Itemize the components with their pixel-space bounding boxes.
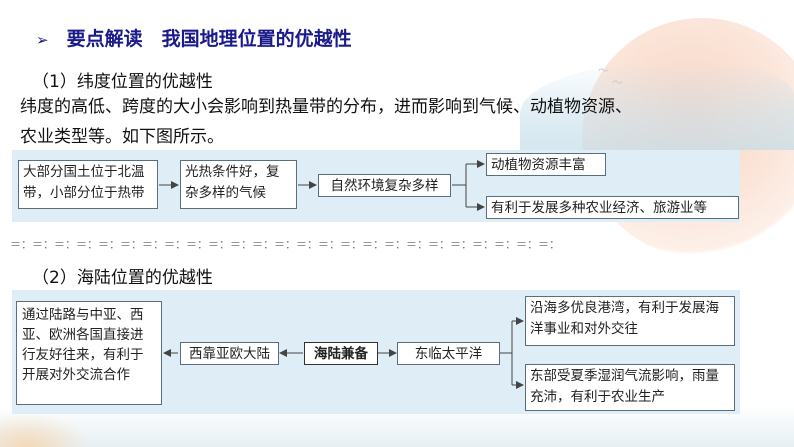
diagram-box-sea-land-both: 海陆兼备	[304, 342, 378, 365]
diagram-box-west-eurasia: 西靠亚欧大陆	[180, 342, 279, 365]
diagram-box-east-pacific: 东临太平洋	[397, 342, 500, 365]
diagram-box-land-exchange: 通过陆路与中亚、西亚、欧洲各国直接进行友好往来，有利于开展对外交流合作	[16, 301, 162, 405]
bird-icon: 〜	[598, 64, 609, 77]
section1-line2: 农业类型等。如下图所示。	[20, 127, 224, 147]
diagram-box-latitude-position: 大部分国土位于北温带，小部分位于热带	[18, 160, 158, 209]
section-divider: ＝：＝：＝：＝：＝：＝：＝：＝：＝：＝：＝：＝：＝：＝：＝：＝：＝：＝：＝：＝：…	[10, 238, 560, 251]
diagram-box-environment: 自然环境复杂多样	[318, 174, 451, 197]
page-title: ➢ 要点解读 我国地理位置的优越性	[36, 24, 352, 51]
diagram-box-climate: 光热条件好，复杂多样的气候	[180, 160, 297, 209]
diagram-box-monsoon-rainfall: 东部受夏季湿润气流影响，雨量充沛，有利于农业生产	[525, 364, 735, 411]
bird-icon: 〜	[612, 76, 623, 89]
decorative-footer-corner	[0, 412, 90, 447]
page-title-text: 要点解读 我国地理位置的优越性	[66, 28, 352, 50]
section1-line1: 纬度的高低、跨度的大小会影响到热量带的分布，进而影响到气候、动植物资源、	[20, 97, 632, 117]
diagram-box-agriculture-tourism: 有利于发展多种农业经济、旅游业等	[486, 196, 739, 219]
section2-title: （2）海陆位置的优越性	[32, 268, 213, 288]
arrow-bullet-icon: ➢	[36, 31, 49, 49]
diagram-box-harbors: 沿海多优良港湾，有利于发展海洋事业和对外交往	[525, 296, 735, 346]
section1-title: （1）纬度位置的优越性	[32, 72, 213, 92]
diagram-box-biological-resources: 动植物资源丰富	[486, 153, 606, 176]
